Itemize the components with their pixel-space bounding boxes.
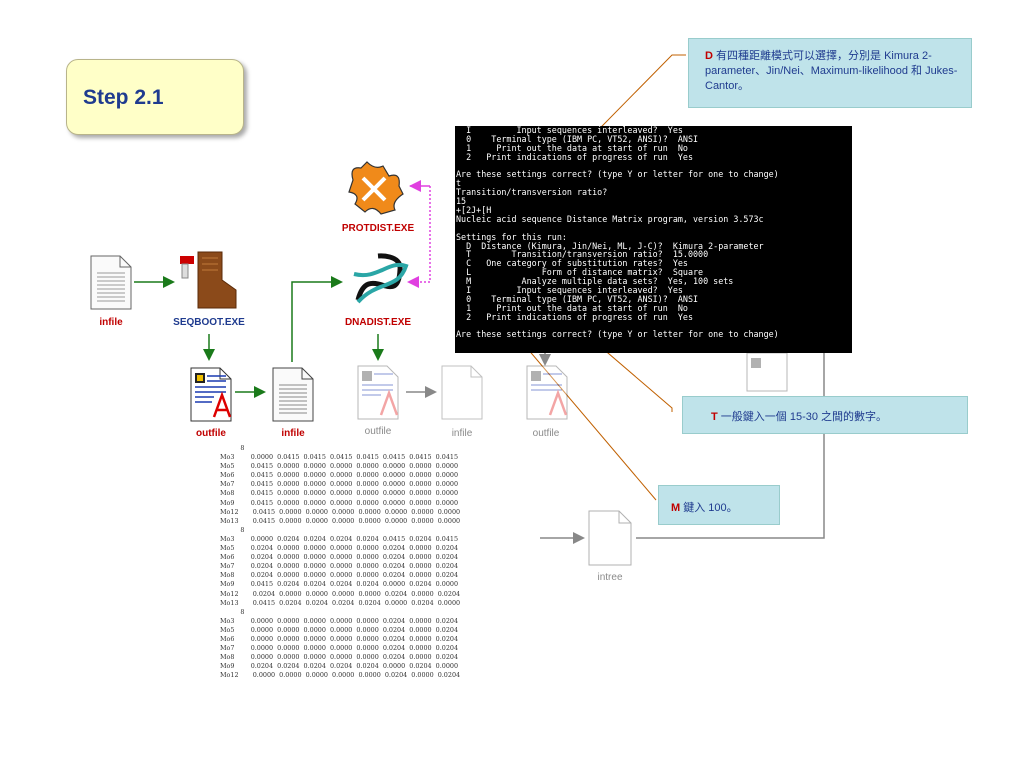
terminal-line: Settings for this run: — [456, 231, 567, 242]
terminal-line: 0 Terminal type (IBM PC, VT52, ANSI)? AN… — [456, 133, 699, 144]
label-intree: intree — [597, 572, 623, 583]
callout-t-text: 一般鍵入一個 15-30 之間的數字。 — [717, 411, 888, 423]
infile-doc-icon — [272, 367, 314, 422]
matrix-row: Mo12 0.0415 0.0000 0.0000 0.0000 0.0000 … — [220, 507, 461, 516]
label-seqboot: SEQBOOT.EXE — [173, 317, 245, 328]
matrix-row: Mo12 0.0000 0.0000 0.0000 0.0000 0.0000 … — [220, 671, 461, 680]
label-infile-3: infile — [451, 428, 473, 439]
dnadist-helix-icon — [353, 253, 409, 304]
terminal-line: Nucleic acid sequence Distance Matrix pr… — [456, 213, 764, 224]
step-title: Step 2.1 — [83, 86, 164, 109]
step-title-box: Step 2.1 — [66, 59, 244, 135]
matrix-row: Mo6 0.0000 0.0000 0.0000 0.0000 0.0000 0… — [220, 634, 459, 643]
matrix-row: Mo8 0.0415 0.0000 0.0000 0.0000 0.0000 0… — [220, 489, 459, 498]
callout-m: M 鍵入 100。 — [658, 485, 780, 525]
matrix-row: 8 — [220, 607, 245, 616]
matrix-row: Mo7 0.0000 0.0000 0.0000 0.0000 0.0000 0… — [220, 644, 459, 653]
matrix-row: Mo5 0.0415 0.0000 0.0000 0.0000 0.0000 0… — [220, 462, 459, 471]
label-outfile-1: outfile — [196, 428, 226, 439]
callout-m-text: 鍵入 100。 — [680, 502, 738, 514]
matrix-row: Mo6 0.0415 0.0000 0.0000 0.0000 0.0000 0… — [220, 471, 459, 480]
matrix-row: 8 — [220, 525, 245, 534]
matrix-row: Mo3 0.0000 0.0000 0.0000 0.0000 0.0000 0… — [220, 616, 459, 625]
matrix-row: Mo5 0.0204 0.0000 0.0000 0.0000 0.0000 0… — [220, 544, 459, 553]
matrix-row: Mo7 0.0415 0.0000 0.0000 0.0000 0.0000 0… — [220, 480, 459, 489]
label-infile-2: infile — [281, 428, 305, 439]
outfile-faded-doc-icon — [526, 365, 568, 420]
matrix-row: Mo3 0.0000 0.0204 0.0204 0.0204 0.0204 0… — [220, 534, 459, 543]
matrix-row: Mo9 0.0415 0.0204 0.0204 0.0204 0.0204 0… — [220, 580, 459, 589]
callout-m-key: M — [671, 502, 681, 514]
terminal-line: Transition/transversion ratio? — [456, 187, 608, 198]
infile-faded-doc-icon — [441, 365, 483, 420]
terminal-line: 1 Print out the data at start of run No — [456, 302, 688, 313]
matrix-row: Mo7 0.0204 0.0000 0.0000 0.0000 0.0000 0… — [220, 562, 459, 571]
matrix-row: Mo8 0.0000 0.0000 0.0000 0.0000 0.0000 0… — [220, 653, 459, 662]
terminal-line: Are these settings correct? (type Y or l… — [456, 329, 779, 340]
infile-doc-icon — [90, 255, 132, 310]
matrix-row: Mo6 0.0204 0.0000 0.0000 0.0000 0.0000 0… — [220, 553, 459, 562]
label-outfile-2: outfile — [364, 426, 392, 437]
outfile-faded-doc-icon — [357, 365, 399, 420]
terminal-line: 2 Print indications of progress of run Y… — [456, 151, 693, 162]
terminal-line: M Analyze multiple data sets? Yes, 100 s… — [456, 276, 734, 287]
matrix-row: Mo9 0.0415 0.0000 0.0000 0.0000 0.0000 0… — [220, 498, 459, 507]
terminal-line: 1 Print out the data at start of run No — [456, 142, 688, 153]
outfile-faded-doc-icon — [746, 352, 788, 392]
matrix-row: Mo12 0.0204 0.0000 0.0000 0.0000 0.0000 … — [220, 589, 461, 598]
terminal-line: t — [456, 178, 462, 189]
outfile-doc-icon — [190, 367, 232, 422]
protdist-puzzle-icon — [348, 161, 404, 215]
callout-d: D 有四種距離模式可以選擇，分別是 Kimura 2-parameter、Jin… — [688, 38, 972, 108]
terminal-line: T Transition/transversion ratio? 15.0000 — [456, 249, 709, 260]
terminal-line: 0 Terminal type (IBM PC, VT52, ANSI)? AN… — [456, 293, 699, 304]
terminal-line: I Input sequences interleaved? Yes — [456, 285, 683, 296]
label-infile-1: infile — [99, 317, 123, 328]
matrix-row: Mo13 0.0415 0.0000 0.0000 0.0000 0.0000 … — [220, 516, 461, 525]
terminal-line: 2 Print indications of progress of run Y… — [456, 311, 693, 322]
terminal-line: +[2J+[H — [456, 205, 492, 216]
intree-doc-icon — [588, 510, 632, 566]
terminal-line: I Input sequences interleaved? Yes — [456, 126, 683, 135]
arrow-infile-dnadist — [291, 276, 343, 362]
label-dnadist: DNADIST.EXE — [344, 317, 412, 328]
terminal-window: I Input sequences interleaved? Yes 0 Ter… — [455, 126, 852, 353]
callout-t: T 一般鍵入一個 15-30 之間的數字。 — [682, 396, 968, 434]
dotted-protdist-dnadist — [407, 185, 431, 288]
callout-t-key: T — [711, 411, 718, 423]
matrix-row: Mo3 0.0000 0.0415 0.0415 0.0415 0.0415 0… — [220, 453, 459, 462]
label-protdist: PROTDIST.EXE — [341, 223, 415, 234]
callout-d-key: D — [705, 50, 713, 62]
terminal-line: L Form of distance matrix? Square — [456, 267, 704, 278]
terminal-line: 15 — [456, 196, 467, 207]
matrix-row: Mo5 0.0000 0.0000 0.0000 0.0000 0.0000 0… — [220, 625, 459, 634]
terminal-line: C One category of substitution rates? Ye… — [456, 258, 688, 269]
matrix-row: 8 — [220, 444, 245, 452]
callout-d-text: 有四種距離模式可以選擇，分別是 Kimura 2-parameter、Jin/N… — [705, 50, 958, 92]
terminal-line: Are these settings correct? (type Y or l… — [456, 169, 779, 180]
terminal-line: D Distance (Kimura, Jin/Nei, ML, J-C)? K… — [456, 240, 764, 251]
matrix-row: Mo8 0.0204 0.0000 0.0000 0.0000 0.0000 0… — [220, 571, 459, 580]
label-outfile-3: outfile — [532, 428, 560, 439]
matrix-row: Mo9 0.0204 0.0204 0.0204 0.0204 0.0204 0… — [220, 662, 459, 671]
matrix-row: Mo13 0.0415 0.0204 0.0204 0.0204 0.0204 … — [220, 598, 461, 607]
seqboot-boot-icon — [180, 251, 237, 309]
